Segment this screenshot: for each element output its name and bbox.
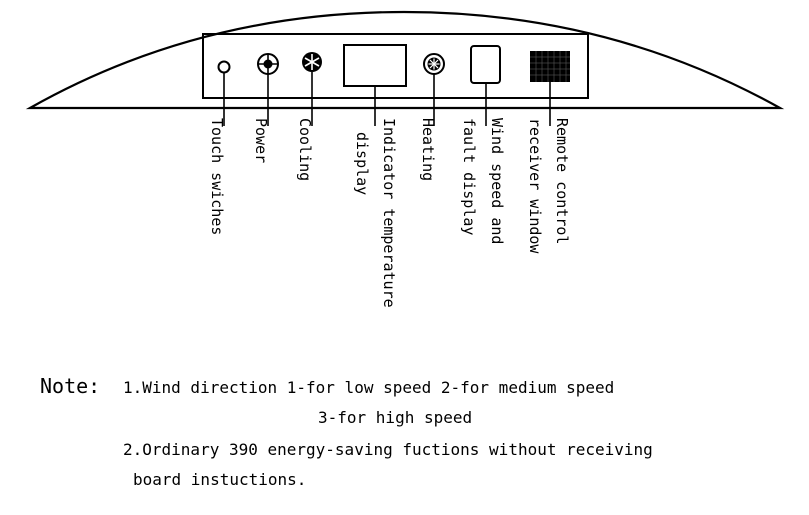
note-line-1: 1.Wind direction 1-for low speed 2-for m… [123,378,615,397]
control-plate [202,33,589,99]
label-remote-line-2: receiver window [526,118,544,254]
label-indicator-line-2: display [353,132,371,195]
label-wind-line-1: Wind speed and [488,118,506,244]
power-icon [257,53,279,75]
grid-window-icon [530,51,570,82]
label-indicator-line-1: Indicator temperature [380,118,398,308]
label-wind-line-2: fault display [460,118,478,235]
label-power: Power [252,118,270,163]
note-line-3: 2.Ordinary 390 energy-saving fuctions wi… [123,440,653,459]
panel-housing [25,10,785,110]
note-heading: Note: [40,374,101,398]
leader-lines [223,72,551,126]
snowflake-icon [302,52,322,72]
note-line-4: board instuctions. [133,470,307,489]
touch-switch-icon [217,60,231,74]
label-touch-switches: Touch swiches [208,118,226,235]
sun-icon [423,53,445,75]
wind-speed-display-window [470,45,501,84]
note-line-2: 3-for high speed [318,408,473,427]
temperature-display-window [343,44,407,87]
label-remote-line-1: Remote control [553,118,571,244]
label-heating: Heating [419,118,437,181]
label-cooling: Cooling [296,118,314,181]
